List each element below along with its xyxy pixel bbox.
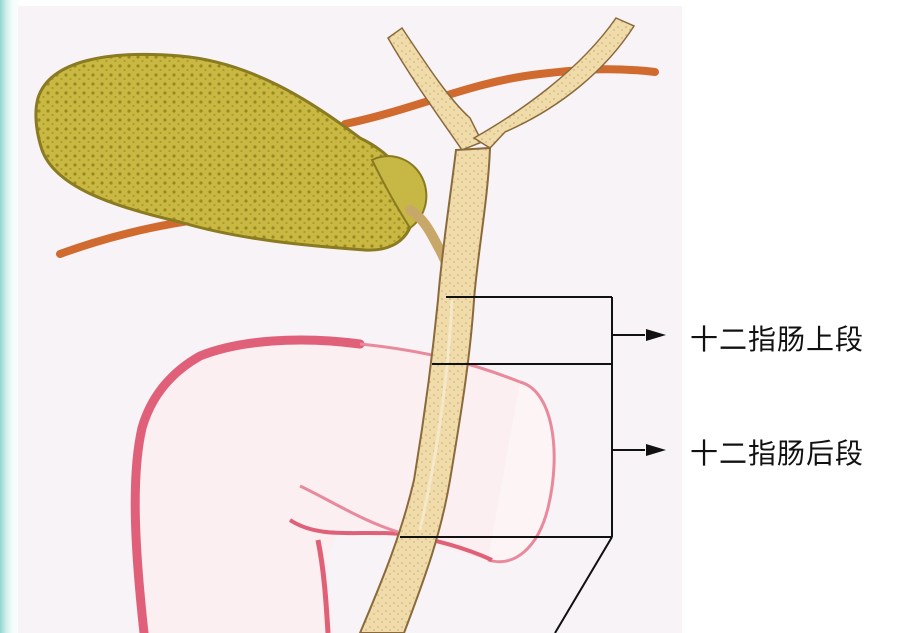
duodenum-body xyxy=(136,341,555,633)
artery-upper xyxy=(345,69,655,124)
label-supraduodenal-segment: 十二指肠上段 xyxy=(690,318,864,358)
arrow-upper-icon xyxy=(646,329,666,341)
label-retroduodenal-segment: 十二指肠后段 xyxy=(690,432,864,472)
gallbladder xyxy=(36,54,413,250)
arrow-retro-icon xyxy=(646,444,666,456)
